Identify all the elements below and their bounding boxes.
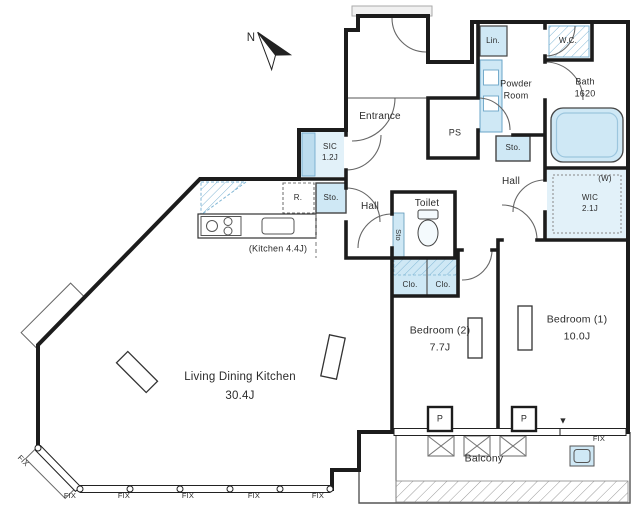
room-label-wc: W.C. — [558, 35, 578, 45]
label-linen: Lin. — [486, 35, 500, 45]
kitchen-upper-cabinet — [200, 181, 248, 216]
room-label-bath-size: 1620 — [574, 88, 596, 99]
balcony-hatch — [395, 480, 629, 503]
room-label-balcony: Balcony — [464, 452, 504, 465]
storage-hall — [315, 182, 347, 214]
label-storage-powder: Sto. — [505, 142, 521, 152]
interior-walls — [297, 20, 630, 434]
room-label-powder-1: Powder — [500, 78, 532, 89]
floor-background — [38, 16, 628, 489]
room-label-wic: WIC — [581, 192, 599, 202]
linen-closet — [479, 25, 508, 57]
escape-marker: ▼ — [558, 415, 568, 426]
room-label-kitchen: (Kitchen 4.4J) — [248, 243, 308, 254]
label-pillar-b: P — [520, 413, 528, 424]
fix-label-5: FIX — [311, 491, 325, 501]
room-label-sic: SIC — [323, 141, 337, 151]
fix-window-bedroom1 — [559, 428, 627, 436]
stove — [200, 216, 242, 236]
wic-floor — [547, 170, 626, 238]
escape-hatch-inner — [573, 449, 591, 463]
fix-label-1: FIX — [63, 491, 77, 501]
escape-hatch — [569, 445, 595, 467]
sic-shelf — [301, 132, 316, 177]
wic-dotted-area — [552, 174, 622, 234]
pillars — [115, 305, 533, 394]
kitchen-sink — [261, 217, 295, 235]
room-label-toilet: Toilet — [414, 197, 440, 209]
closet-hatch — [393, 258, 458, 276]
label-pipe-space: PS — [448, 127, 462, 138]
room-label-bath: Bath — [575, 76, 595, 87]
room-label-wic-size: 2.1J — [582, 203, 598, 213]
windows — [34, 428, 627, 493]
fix-label-3: FIX — [181, 491, 195, 501]
room-label-bedroom1: Bedroom (1) — [546, 313, 608, 326]
room-label-bedroom1-size: 10.0J — [563, 330, 591, 343]
bathtub — [550, 107, 624, 163]
label-closet-a: Clo. — [402, 279, 418, 289]
fix-label-6: FIX — [592, 434, 606, 444]
label-storage-hall: Sto. — [323, 192, 339, 202]
tinted-rooms — [301, 132, 626, 238]
north-compass-icon — [257, 31, 293, 72]
room-label-powder-2: Room — [503, 90, 529, 101]
label-washer: (W) — [598, 173, 612, 183]
room-label-ldk: Living Dining Kitchen — [184, 370, 296, 383]
toilet-fixture — [417, 209, 439, 247]
room-label-bedroom2-size: 7.7J — [429, 341, 451, 354]
label-refrigerator: R. — [293, 192, 303, 202]
door-arcs — [345, 17, 584, 281]
refrigerator-space — [282, 182, 315, 214]
room-label-ldk-size: 30.4J — [225, 389, 255, 402]
room-label-sic-size: 1.2J — [322, 152, 338, 162]
label-closet-b: Clo. — [435, 279, 451, 289]
fix-label-4: FIX — [247, 491, 261, 501]
storage-fixtures — [200, 25, 595, 467]
label-storage-toilet: Sto — [393, 229, 403, 241]
room-label-hall-right: Hall — [501, 175, 521, 187]
balcony-structure — [358, 432, 631, 504]
pillar-boxes — [426, 405, 538, 433]
wc-floor-hatch — [548, 25, 590, 58]
vanity-sink-1 — [483, 69, 499, 86]
storage-powder — [495, 135, 531, 162]
fix-label-2: FIX — [117, 491, 131, 501]
kitchen-counter — [197, 213, 317, 258]
room-label-hall-center: Hall — [360, 200, 380, 212]
room-label-entrance: Entrance — [359, 110, 401, 122]
ac-units — [427, 435, 527, 457]
label-pillar-a: P — [436, 413, 444, 424]
north-label: N — [246, 31, 256, 44]
room-label-bedroom2: Bedroom (2) — [409, 324, 471, 337]
